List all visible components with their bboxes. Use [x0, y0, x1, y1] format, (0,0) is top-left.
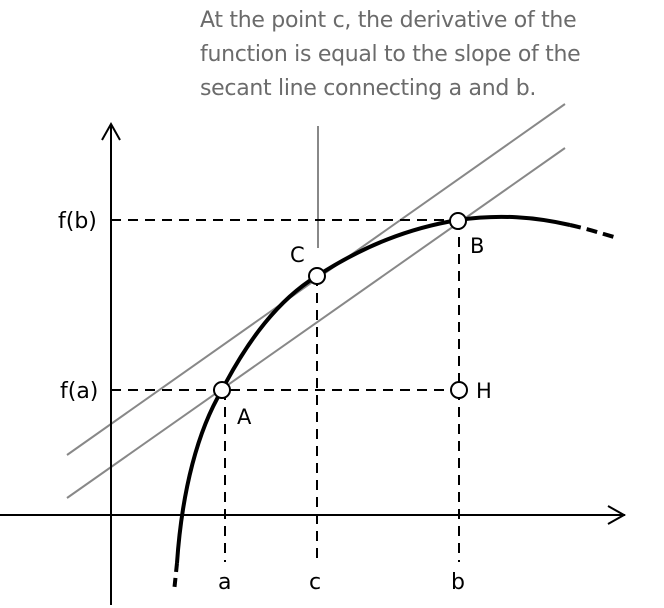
caption-line-3: secant line connecting a and b. — [200, 76, 537, 101]
b-label: b — [451, 570, 465, 595]
c-label: c — [309, 570, 321, 595]
point-a-marker — [213, 381, 231, 399]
point-h-label: H — [476, 379, 492, 403]
y-axis-arrow-icon — [101, 121, 121, 141]
secant-line — [66, 147, 566, 499]
point-c-label: C — [290, 243, 305, 267]
x-axis-arrow-icon — [607, 505, 627, 525]
point-b-label: B — [470, 234, 484, 258]
caption-line-2: function is equal to the slope of the — [200, 42, 581, 67]
point-c-marker — [308, 267, 326, 285]
fa-label: f(a) — [60, 379, 98, 404]
point-b-marker — [449, 212, 467, 230]
fb-label: f(b) — [58, 209, 97, 234]
point-h-marker — [450, 381, 468, 399]
function-curve-extension-left — [172, 562, 179, 593]
a-label: a — [218, 570, 231, 595]
point-a-label: A — [237, 405, 252, 429]
caption-line-1: At the point c, the derivative of the — [200, 8, 577, 33]
function-curve-extension-right — [569, 223, 615, 239]
caption: At the point c, the derivative of the fu… — [200, 4, 660, 106]
